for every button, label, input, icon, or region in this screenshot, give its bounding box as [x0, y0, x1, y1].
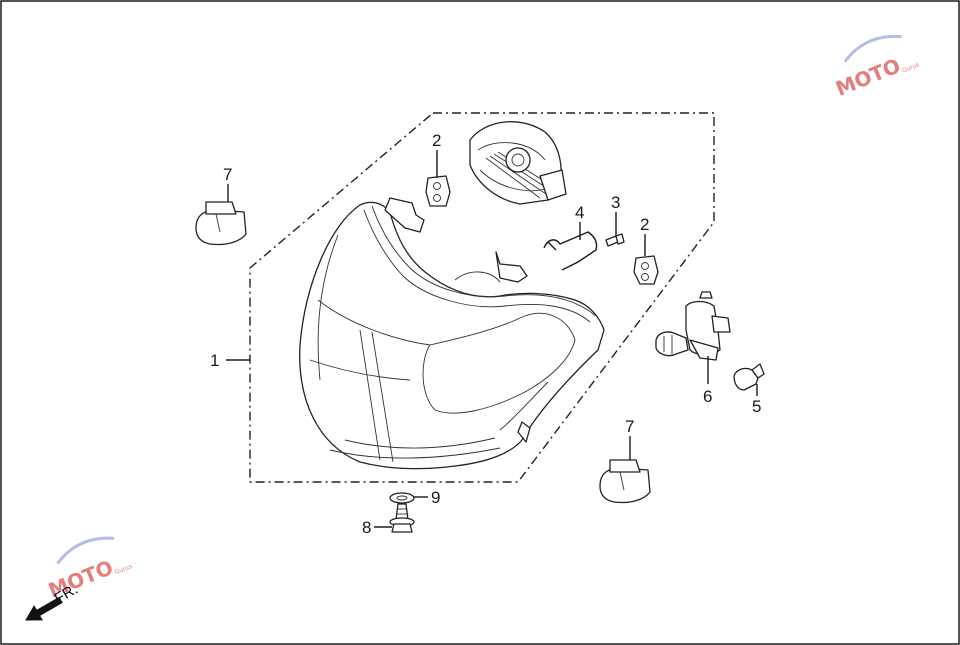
callout-4: 4	[575, 203, 584, 222]
spring-clip	[543, 231, 598, 271]
wedge-bulb	[733, 363, 765, 391]
callout-3: 3	[611, 193, 620, 212]
h4-bulb	[655, 291, 731, 361]
callout-2-top: 2	[432, 131, 441, 150]
assembly-boundary	[249, 112, 715, 483]
svg-text:Gurus: Gurus	[901, 61, 920, 74]
leader-lines	[226, 150, 758, 528]
rubber-grommet-top	[425, 175, 451, 207]
callout-2-right: 2	[640, 215, 649, 234]
callout-7-right: 7	[625, 417, 634, 436]
washer	[389, 492, 415, 504]
callout-5: 5	[752, 397, 761, 416]
bulb-socket-housing	[469, 121, 567, 205]
headlight-assembly	[299, 197, 605, 470]
svg-text:Gurus: Gurus	[114, 563, 133, 576]
callout-6: 6	[703, 387, 712, 406]
flange-bolt	[389, 503, 415, 533]
callout-9: 9	[431, 488, 440, 507]
svg-text:MOTO: MOTO	[832, 53, 904, 101]
screw	[605, 233, 625, 247]
callout-7-left: 7	[223, 165, 232, 184]
fastener-clip-right	[599, 459, 651, 504]
watermark-logo-top: MOTO Gurus	[832, 34, 920, 101]
front-arrow-icon	[25, 596, 63, 621]
callout-8: 8	[362, 518, 371, 537]
callout-1: 1	[210, 351, 219, 370]
rubber-grommet-right	[633, 255, 659, 285]
fastener-clip-left	[195, 201, 247, 246]
